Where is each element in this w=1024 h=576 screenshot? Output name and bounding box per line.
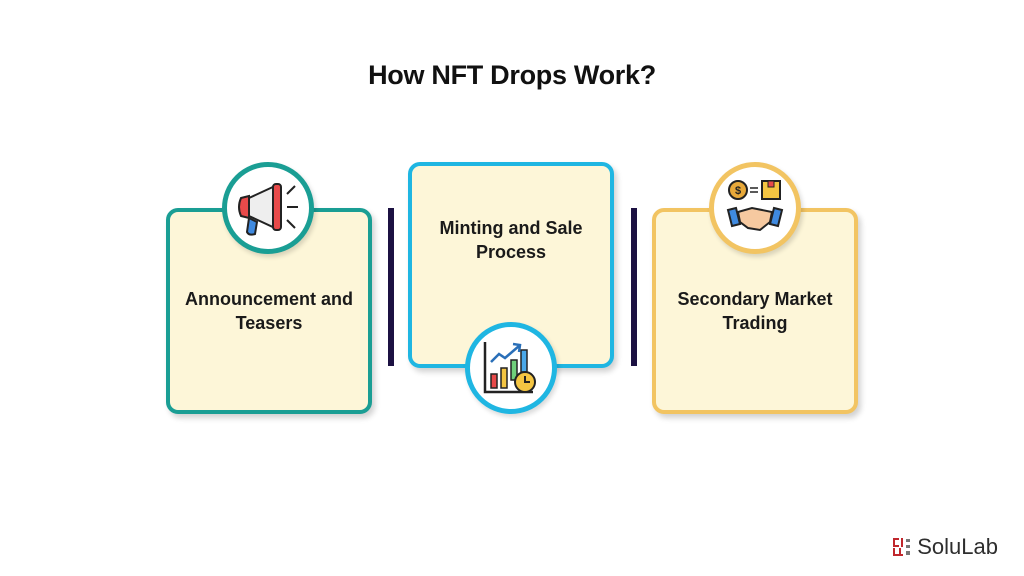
step-card-secondary-market: Secondary Market Trading xyxy=(652,208,858,414)
step-label: Announcement and Teasers xyxy=(184,289,353,333)
megaphone-icon xyxy=(222,162,314,254)
page-title: How NFT Drops Work? xyxy=(368,60,656,90)
svg-text:$: $ xyxy=(735,185,741,197)
solulab-logo-icon xyxy=(893,538,911,556)
divider-1 xyxy=(388,208,394,366)
divider-2 xyxy=(631,208,637,366)
growth-chart-clock-icon xyxy=(465,322,557,414)
step-label: Secondary Market Trading xyxy=(677,289,833,333)
brand-logo: SoluLab xyxy=(892,534,998,560)
brand-name: SoluLab xyxy=(917,534,998,559)
handshake-exchange-icon: $ xyxy=(709,162,801,254)
step-label: Minting and Sale Process xyxy=(439,218,583,262)
